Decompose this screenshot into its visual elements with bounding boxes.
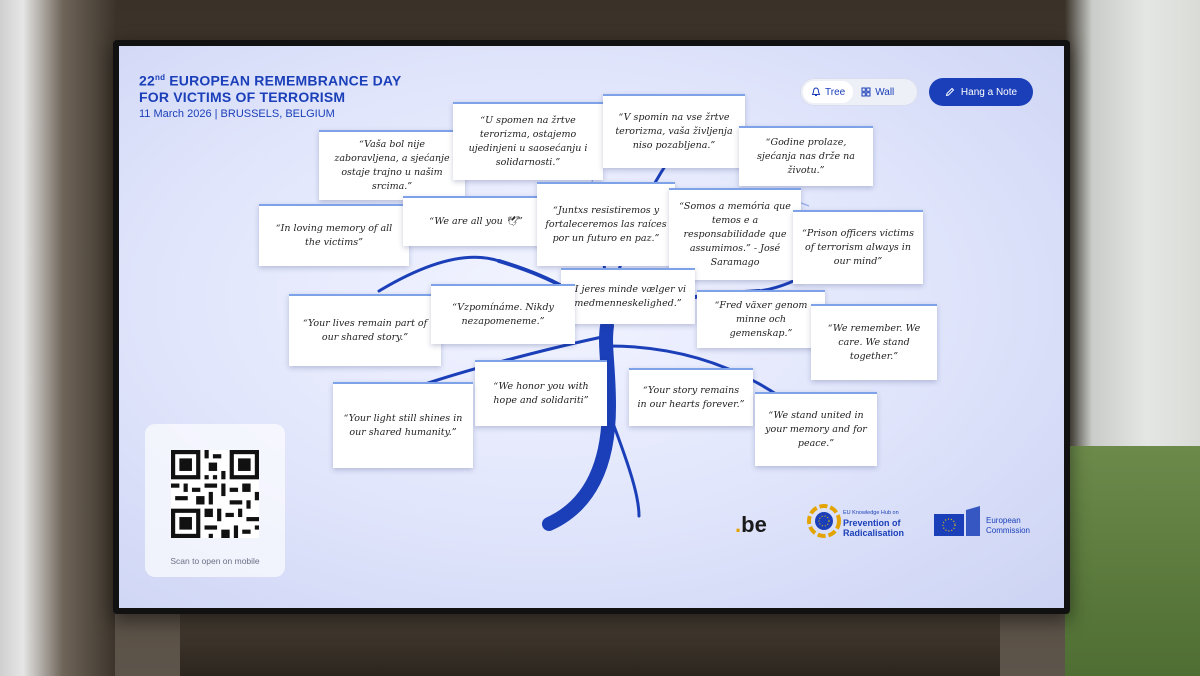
event-title-line1: 22nd EUROPEAN REMEMBRANCE DAY: [139, 72, 402, 89]
memory-note[interactable]: “Godine prolaze, sjećanja nas drže na ži…: [739, 126, 873, 186]
tab-tree-label: Tree: [825, 86, 846, 98]
tab-wall-label: Wall: [875, 86, 895, 98]
tab-wall[interactable]: Wall: [853, 81, 902, 103]
tv-cabinet: [180, 606, 1000, 676]
memory-note[interactable]: “Your lives remain part of our shared st…: [289, 294, 441, 366]
memory-note[interactable]: “I jeres minde vælger vi medmenneskeligh…: [561, 268, 695, 324]
tv-screen: 22nd EUROPEAN REMEMBRANCE DAY FOR VICTIM…: [113, 40, 1070, 614]
garden-grass: [1065, 446, 1200, 676]
memory-note[interactable]: “Prison officers victims of terrorism al…: [793, 210, 923, 284]
event-title-block: 22nd EUROPEAN REMEMBRANCE DAY FOR VICTIM…: [139, 70, 401, 120]
app-display: 22nd EUROPEAN REMEMBRANCE DAY FOR VICTIM…: [119, 46, 1064, 608]
memory-note[interactable]: “Fred växer genom minne och gemenskap.”: [697, 290, 825, 348]
ec-emblem-icon: [934, 506, 980, 536]
hang-note-button[interactable]: Hang a Note: [929, 78, 1033, 106]
hang-note-label: Hang a Note: [960, 86, 1018, 98]
hub-small-text: EU Knowledge Hub on: [843, 510, 899, 516]
view-toggle: Tree Wall: [800, 78, 918, 106]
room-window-left: [0, 0, 115, 676]
memory-note[interactable]: “Vzpomínáme. Nikdy nezapomeneme.”: [431, 284, 575, 344]
pencil-icon: [945, 87, 955, 97]
memory-note[interactable]: “We honor you with hope and solidariti”: [475, 360, 607, 426]
memory-note[interactable]: “Your story remains in our hearts foreve…: [629, 368, 753, 426]
bell-icon: [811, 87, 821, 96]
memory-note[interactable]: “U spomen na žrtve terorizma, ostajemo u…: [453, 102, 603, 180]
memory-note[interactable]: “V spomin na vse žrtve terorizma, vaša ž…: [603, 94, 745, 168]
qr-caption: Scan to open on mobile: [170, 556, 260, 566]
hub-emblem-icon: [807, 504, 841, 538]
memory-note[interactable]: “Vaša bol nije zaboravljena, a sjećanje …: [319, 130, 465, 200]
grid-icon: [861, 87, 871, 97]
event-title-line2: FOR VICTIMS OF TERRORISM: [139, 88, 346, 105]
memory-note[interactable]: “In loving memory of all the victims”: [259, 204, 409, 266]
qr-card[interactable]: Scan to open on mobile: [145, 424, 285, 577]
memory-note[interactable]: “Somos a memória que temos e a responsab…: [669, 188, 801, 280]
memory-note[interactable]: “We stand united in your memory and for …: [755, 392, 877, 466]
event-date-location: 11 March 2026 | BRUSSELS, BELGIUM: [139, 107, 335, 120]
be-logo: .be: [735, 512, 767, 537]
memory-note[interactable]: “Your light still shines in our shared h…: [333, 382, 473, 468]
memory-note[interactable]: “We remember. We care. We stand together…: [811, 304, 937, 380]
memory-note[interactable]: “Juntxs resistiremos y fortaleceremos la…: [537, 182, 675, 266]
memory-note[interactable]: “We are all you 🕊”: [403, 196, 549, 246]
qr-code[interactable]: [171, 450, 259, 538]
tab-tree[interactable]: Tree: [803, 81, 854, 103]
